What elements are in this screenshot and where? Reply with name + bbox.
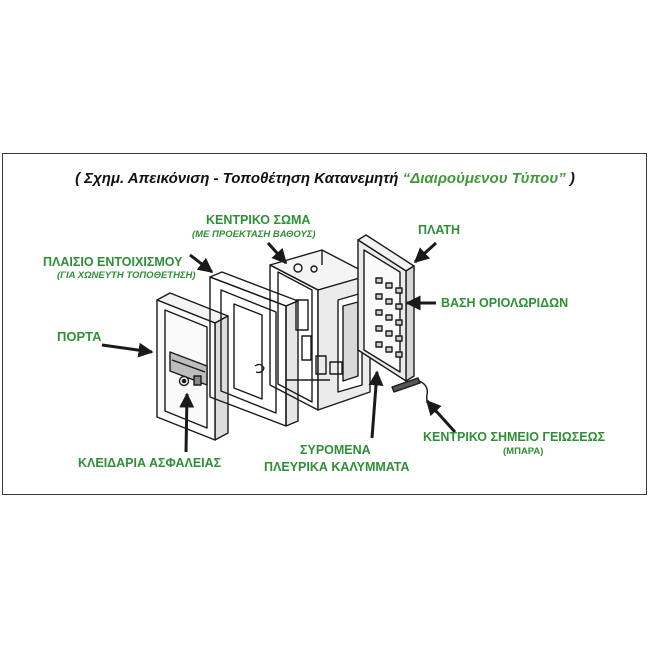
arrow-frame — [189, 253, 214, 274]
grounding-bar — [391, 377, 438, 414]
central-body — [269, 249, 371, 411]
label-central-body-sub: (ΜΕ ΠΡΟΕΚΤΑΣΗ ΒΑΘΟΥΣ) — [192, 229, 316, 240]
label-lock: ΚΛΕΙΔΑΡΙΑ ΑΣΦΑΛΕΙΑΣ — [78, 456, 222, 470]
lock-icon — [178, 375, 202, 387]
arrow-plate — [413, 241, 438, 264]
arrow-lock — [179, 392, 195, 453]
title-quote: “Διαιρούμενου Τύπου” — [402, 170, 566, 187]
arrow-central-body — [266, 241, 288, 265]
terminal-base — [375, 277, 403, 358]
label-grounding: ΚΕΝΤΡΙΚΟ ΣΗΜΕΙΟ ΓΕΙΩΣΕΩΣ — [423, 430, 606, 444]
door-panel — [156, 292, 229, 441]
arrow-sliding-covers — [368, 370, 384, 439]
arrow-door — [101, 342, 154, 358]
title-text: ( Σχημ. Απεικόνιση - Τοποθέτηση Κατανεμη… — [75, 170, 403, 187]
label-plate: ΠΛΑΤΗ — [418, 223, 461, 237]
label-frame-sub: (ΓΙΑ ΧΩΝΕΥΤΗ ΤΟΠΟΘΕΤΗΣΗ) — [57, 270, 196, 281]
title-close: ) — [565, 170, 575, 187]
label-grounding-sub: (ΜΠΑΡΑ) — [503, 446, 544, 457]
label-central-body: ΚΕΝΤΡΙΚΟ ΣΩΜΑ — [206, 213, 311, 227]
diagram-title: ( Σχημ. Απεικόνιση - Τοποθέτηση Κατανεμη… — [0, 170, 650, 187]
diagram-border — [2, 153, 647, 495]
label-door: ΠΟΡΤΑ — [57, 329, 102, 344]
label-sliding-covers-1: ΣΥΡΟΜΕΝΑ — [300, 443, 371, 457]
label-terminal-base: ΒΑΣΗ ΟΡΙΟΛΩΡΙΔΩΝ — [441, 296, 569, 310]
label-sliding-covers-2: ΠΛΕΥΡΙΚΑ ΚΑΛΥΜΜΑΤΑ — [264, 460, 410, 474]
label-frame: ΠΛΑΙΣΙΟ ΕΝΤΟΙΧΙΣΜΟΥ — [43, 255, 183, 269]
pointer-arrows — [101, 241, 457, 453]
arrow-grounding — [425, 399, 457, 434]
